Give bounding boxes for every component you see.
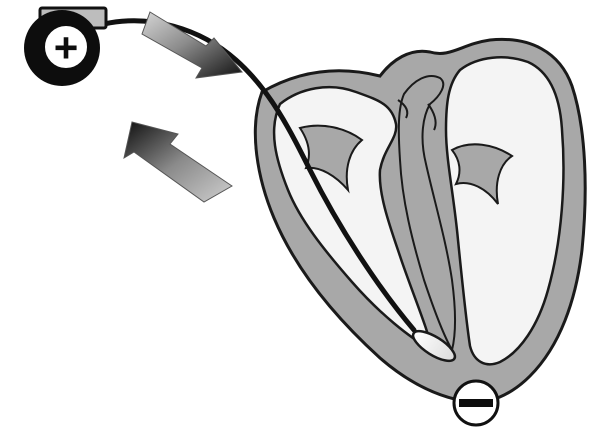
return-arrow-icon (124, 122, 232, 202)
current-arrow-icon (142, 12, 242, 78)
pulse-generator-icon: + (24, 8, 106, 86)
negative-symbol-bar (459, 399, 493, 407)
positive-symbol: + (54, 24, 79, 71)
negative-terminal-icon: − (454, 381, 498, 425)
